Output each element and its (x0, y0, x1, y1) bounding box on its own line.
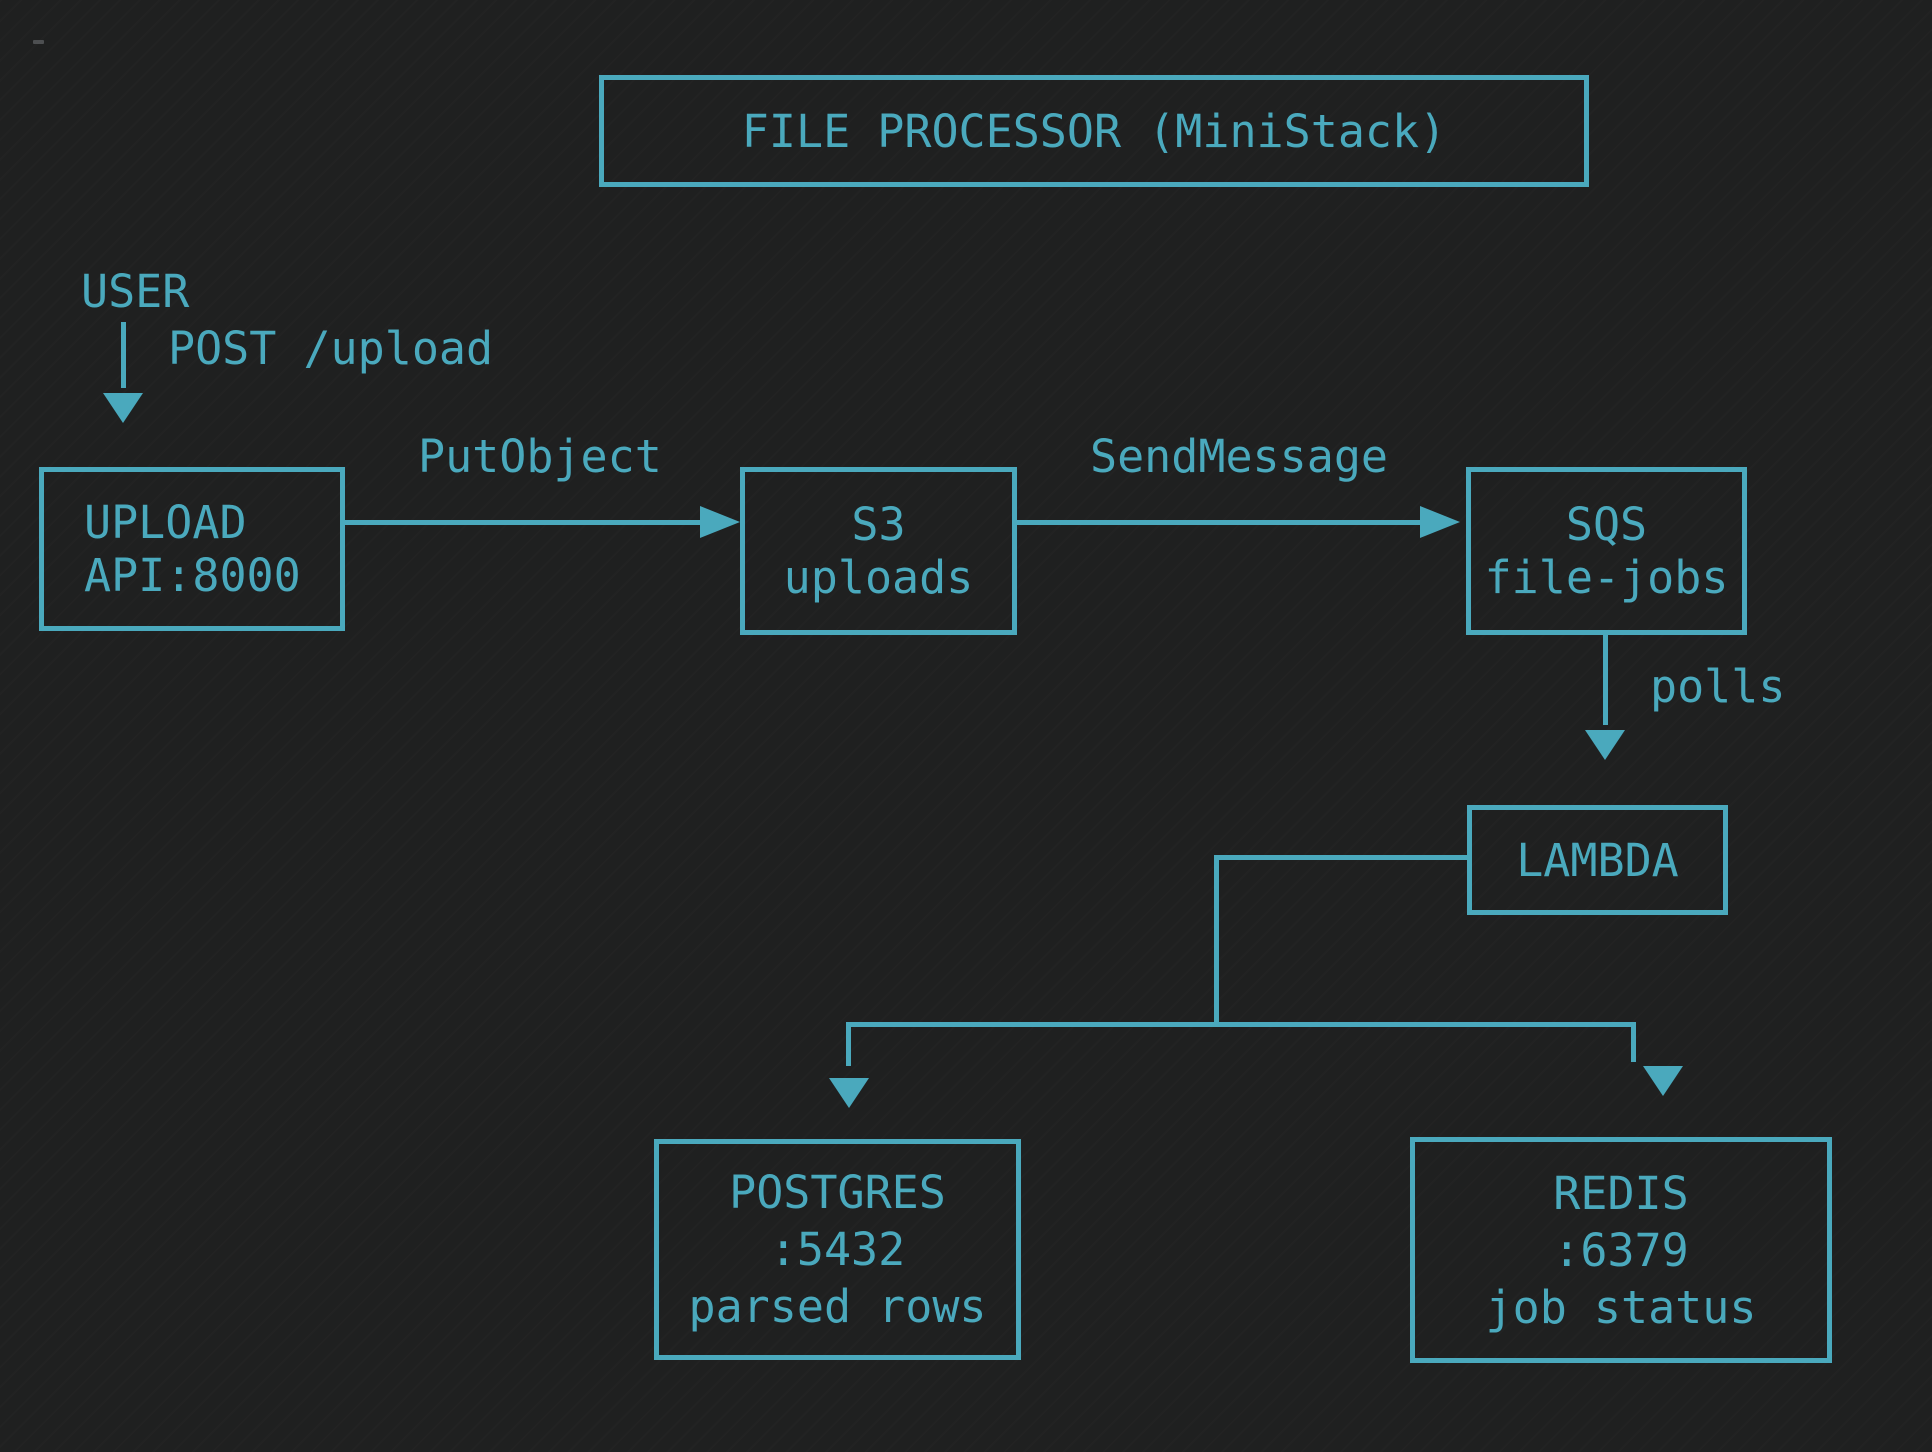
node-lambda: LAMBDA (1467, 805, 1728, 915)
edge-branch-right-drop (1631, 1022, 1636, 1062)
edge-branch-bar (846, 1022, 1636, 1027)
arrowhead-down-icon (103, 393, 143, 423)
edge-s3-sqs-shaft (1017, 520, 1423, 525)
edge-sqs-lambda-line (1603, 635, 1608, 725)
edge-label-sendmessage: SendMessage (1090, 430, 1389, 483)
node-sqs-name: SQS (1565, 498, 1648, 551)
node-lambda-label: LAMBDA (1516, 833, 1679, 887)
edge-label-putobject: PutObject (418, 430, 662, 483)
node-redis: REDIS :6379 job status (1410, 1137, 1832, 1363)
edge-user-upload-line (121, 322, 126, 388)
node-s3-bucket: uploads (783, 551, 974, 604)
node-sqs-queue: file-jobs (1484, 551, 1729, 604)
arrowhead-right-icon (700, 506, 740, 538)
edge-lambda-branch-h (1214, 855, 1467, 860)
node-upload-api-port: API:8000 (84, 549, 301, 602)
arrowhead-down-icon (829, 1078, 869, 1108)
node-postgres-name: POSTGRES (729, 1166, 946, 1219)
diagram-title: FILE PROCESSOR (MiniStack) (741, 104, 1447, 158)
diagram-title-box: FILE PROCESSOR (MiniStack) (599, 75, 1589, 187)
node-postgres-desc: parsed rows (688, 1280, 987, 1333)
window-artifact-dash (33, 40, 44, 44)
edge-label-post-upload: POST /upload (168, 322, 494, 375)
arrowhead-down-icon (1643, 1066, 1683, 1096)
node-redis-desc: job status (1485, 1280, 1757, 1334)
edge-upload-s3-shaft (345, 520, 703, 525)
node-redis-name: REDIS (1553, 1166, 1689, 1220)
node-sqs: SQS file-jobs (1466, 467, 1747, 635)
arrowhead-right-icon (1420, 506, 1460, 538)
arrowhead-down-icon (1585, 730, 1625, 760)
node-redis-port: :6379 (1553, 1223, 1689, 1277)
edge-branch-left-drop (846, 1022, 851, 1066)
node-postgres-port: :5432 (769, 1223, 906, 1276)
edge-lambda-branch-v (1214, 855, 1219, 1027)
node-user-label: USER (81, 265, 190, 318)
node-s3-name: S3 (851, 498, 906, 551)
node-upload-api: UPLOAD API:8000 (39, 467, 345, 631)
edge-label-polls: polls (1650, 660, 1786, 713)
node-s3: S3 uploads (740, 467, 1017, 635)
node-upload-api-name: UPLOAD (84, 496, 247, 549)
node-postgres: POSTGRES :5432 parsed rows (654, 1139, 1021, 1360)
